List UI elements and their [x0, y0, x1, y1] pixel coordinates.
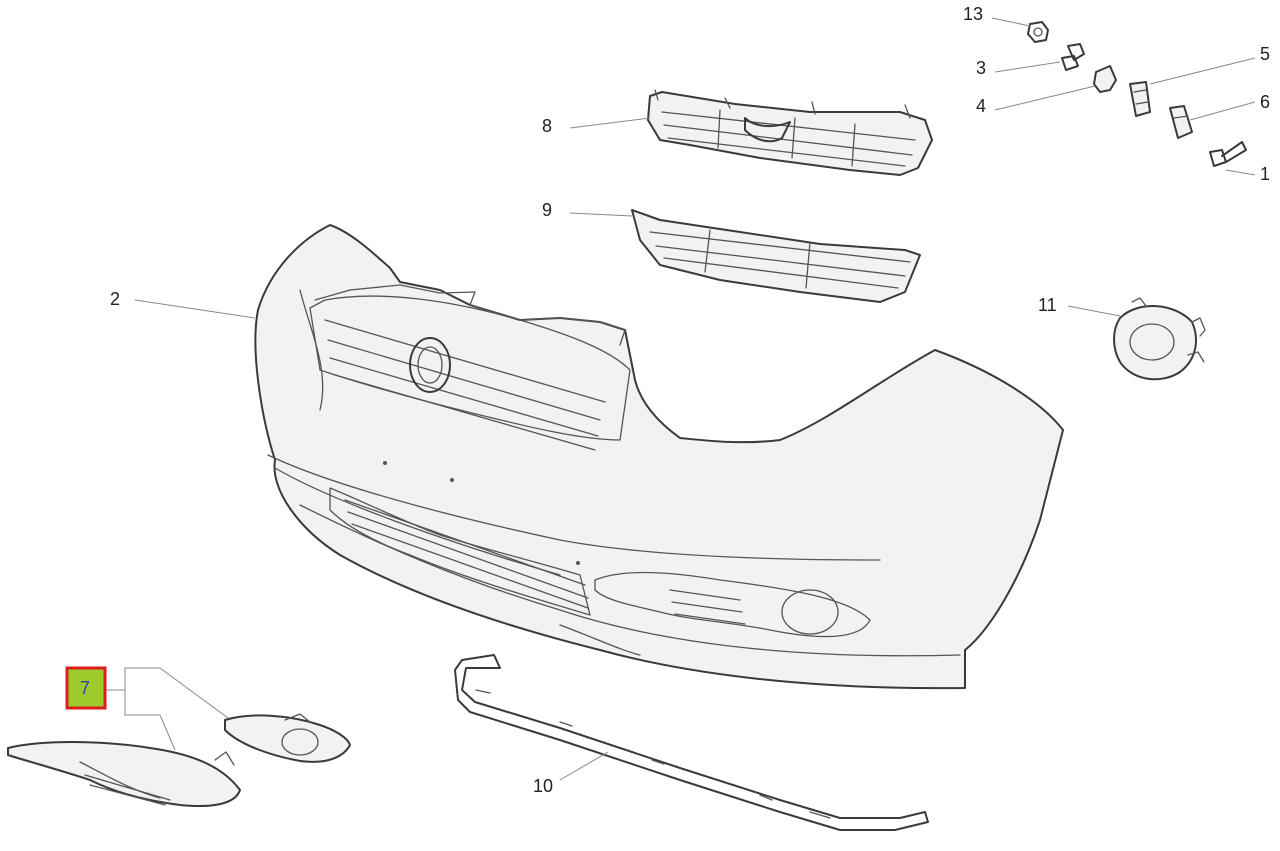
part-3-bolt[interactable] — [1061, 43, 1085, 71]
part-8-upper-grille[interactable] — [647, 89, 933, 176]
part-10-bumper-bracket[interactable] — [454, 654, 929, 831]
callout-10[interactable]: 10 — [533, 776, 553, 796]
part-1-screw[interactable] — [1209, 141, 1247, 167]
callout-13[interactable]: 13 — [963, 4, 983, 24]
callout-11[interactable]: 11 — [1038, 295, 1057, 315]
callout-3[interactable]: 3 — [976, 58, 986, 78]
callout-4[interactable]: 4 — [976, 96, 986, 116]
part-9-lower-grille[interactable] — [631, 209, 921, 303]
callout-5[interactable]: 5 — [1260, 44, 1270, 64]
callout-2[interactable]: 2 — [110, 289, 120, 309]
callout-9[interactable]: 9 — [542, 200, 552, 220]
part-13-nut[interactable] — [1027, 21, 1049, 43]
callout-7-box[interactable] — [65, 666, 107, 710]
callout-1[interactable]: 1 — [1260, 164, 1270, 184]
part-11-fog-lamp[interactable] — [1113, 297, 1206, 381]
part-4-clip[interactable] — [1093, 65, 1117, 93]
callout-7-highlighted[interactable]: 7 — [65, 666, 107, 710]
callout-labels: 13 3 4 5 6 1 8 9 2 11 10 — [110, 4, 1270, 796]
part-5-clip[interactable] — [1129, 81, 1151, 117]
part-6-clip[interactable] — [1169, 105, 1193, 139]
callout-6[interactable]: 6 — [1260, 92, 1270, 112]
callout-8[interactable]: 8 — [542, 116, 552, 136]
callout-7[interactable]: 7 — [80, 678, 90, 698]
leader-lines — [106, 17, 1256, 781]
part-2-front-bumper[interactable] — [254, 224, 1064, 690]
part-7-fog-lamp-bezels[interactable] — [7, 713, 351, 808]
